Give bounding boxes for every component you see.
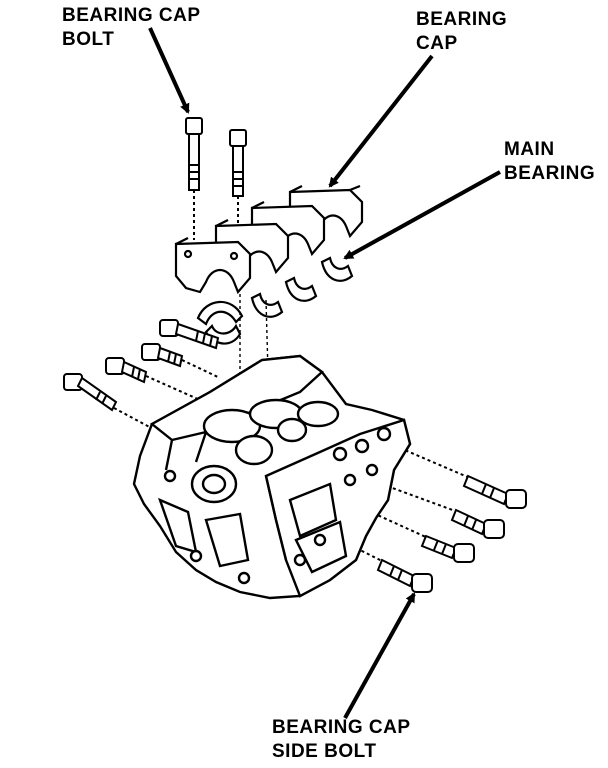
- block-edge-1: [264, 475, 278, 521]
- label-bearing-cap: BEARING CAP: [416, 8, 507, 56]
- label-side-bolt-line1: BEARING CAP: [272, 717, 411, 738]
- bearing-cap-bolts: [185, 117, 247, 240]
- arrow-main-bearing: [343, 170, 501, 260]
- bearing-cap-bolt-1: [185, 117, 203, 240]
- label-bearing-cap-line1: BEARING: [416, 9, 508, 30]
- main-bearing-shell-3: [284, 276, 318, 302]
- bearing-cap-bolt-2: [229, 129, 247, 226]
- label-main-bearing: MAIN BEARING: [504, 138, 595, 186]
- engine-block: [132, 354, 412, 600]
- main-bearing-shell-lower: [196, 300, 244, 326]
- bolt-boss-2: [354, 438, 370, 454]
- side-bolt-left-4: [63, 373, 171, 439]
- label-side-bolt-line2: SIDE BOLT: [272, 741, 377, 762]
- bearing-caps: [174, 184, 364, 295]
- bolt-boss-10: [237, 571, 251, 585]
- arrow-bearing-cap: [328, 54, 434, 188]
- block-rib-1: [288, 482, 338, 538]
- side-bolt-right-1: [399, 447, 527, 509]
- crank-journal-3: [276, 417, 308, 443]
- side-bolt-left-1: [159, 319, 220, 350]
- label-bearing-cap-side-bolt: BEARING CAP SIDE BOLT: [272, 716, 411, 764]
- bolt-boss-6: [313, 533, 327, 547]
- main-bearing-shell-4: [320, 256, 354, 282]
- main-bearing-shell-2: [250, 292, 284, 318]
- label-bearing-cap-bolt-line2: BOLT: [62, 29, 115, 50]
- bolt-boss-8: [163, 469, 177, 483]
- bolt-boss-3: [376, 426, 392, 442]
- arrow-bearing-cap-bolt: [148, 27, 190, 114]
- label-main-bearing-line2: BEARING: [504, 163, 596, 184]
- arrow-bearing-cap-side-bolt: [343, 592, 416, 719]
- engine-block-top-deck: [149, 354, 324, 442]
- side-bolt-right-4: [339, 539, 433, 593]
- bolt-boss-9: [189, 549, 203, 563]
- leader-arrows: [148, 27, 501, 719]
- side-bolt-left-2: [141, 343, 221, 379]
- right-side-bolts: [339, 447, 527, 593]
- block-edge-3: [164, 439, 174, 471]
- bolt-boss-5: [365, 463, 379, 477]
- label-bearing-cap-line2: CAP: [416, 33, 458, 54]
- bearing-cap-1: [174, 237, 252, 295]
- cylinder-bore-3: [296, 400, 340, 428]
- left-side-bolts: [63, 319, 221, 439]
- label-bearing-cap-bolt-line1: BEARING CAP: [62, 5, 201, 26]
- crank-journal-2: [234, 434, 274, 466]
- side-bolt-left-3: [105, 357, 201, 401]
- block-rib-2: [294, 520, 348, 574]
- block-rib-4: [204, 512, 250, 568]
- bolt-boss-4: [343, 473, 357, 487]
- label-bearing-cap-bolt: BEARING CAP BOLT: [62, 4, 201, 52]
- label-main-bearing-line1: MAIN: [504, 139, 555, 160]
- block-edge-2: [274, 519, 288, 561]
- crank-journal-1-inner: [201, 473, 227, 495]
- bolt-boss-1: [332, 446, 348, 462]
- block-edge-4: [194, 431, 208, 463]
